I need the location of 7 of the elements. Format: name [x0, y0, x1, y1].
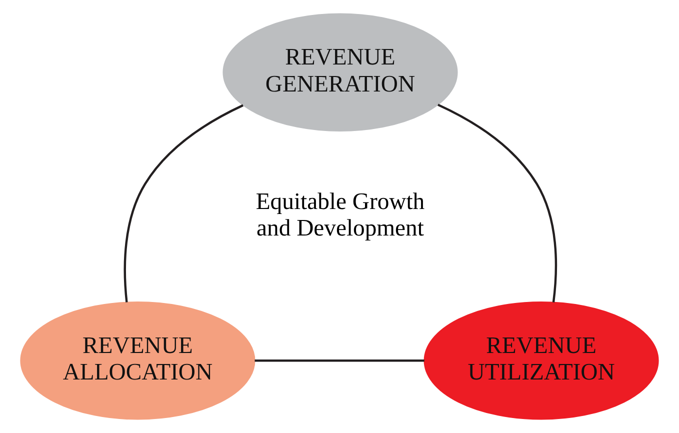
- node-ellipse: REVENUE ALLOCATION: [20, 302, 256, 420]
- connector: [124, 104, 244, 302]
- node-ellipse: REVENUE GENERATION: [222, 13, 458, 132]
- node-ellipse: REVENUE UTILIZATION: [424, 302, 659, 420]
- connector: [254, 360, 424, 362]
- label: Equitable Growth and Development: [256, 188, 425, 242]
- connector: [438, 104, 558, 302]
